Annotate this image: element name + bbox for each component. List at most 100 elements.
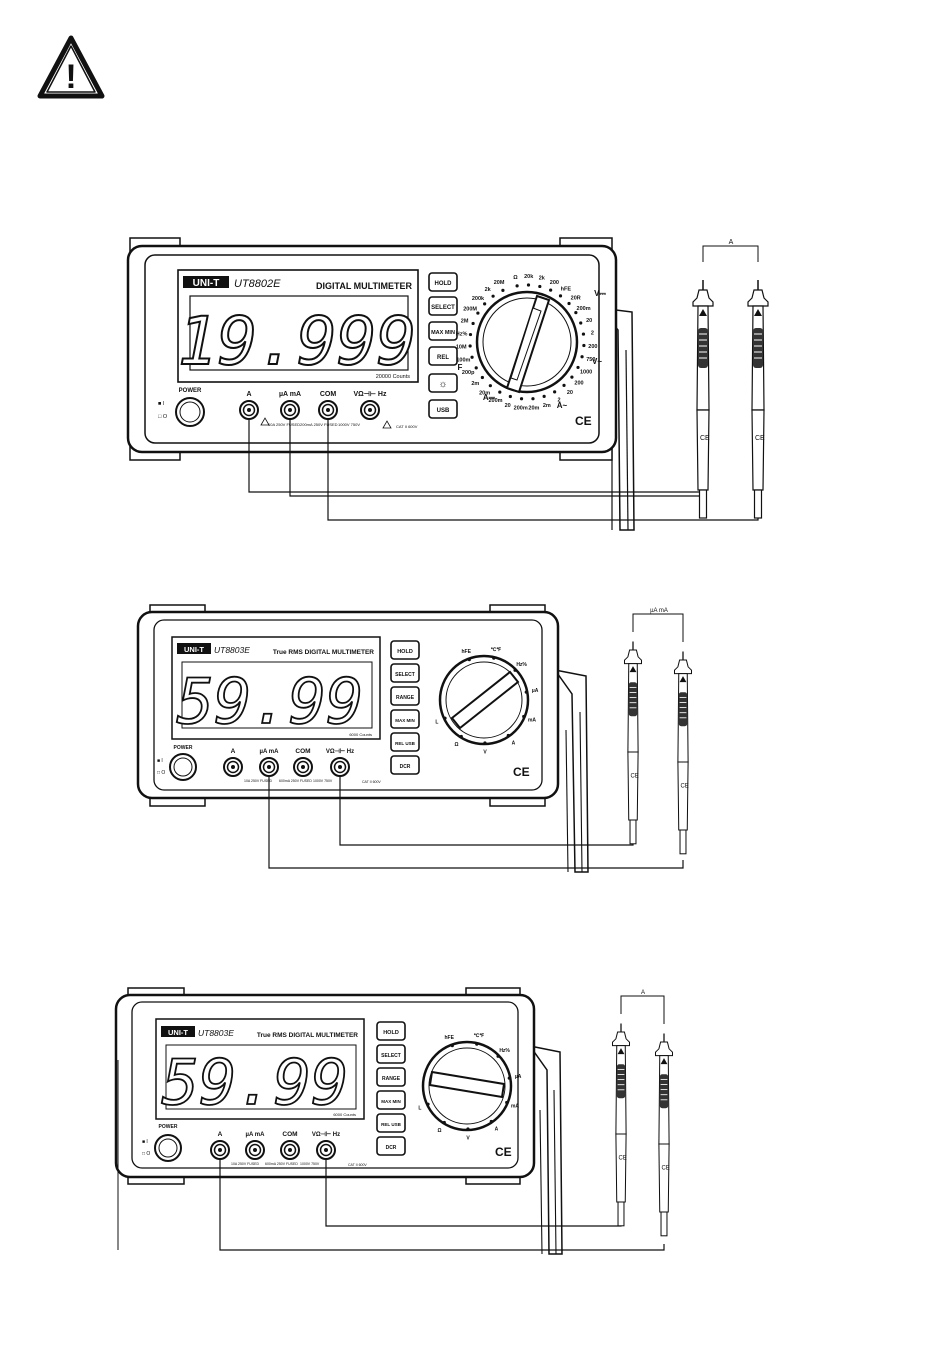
- usb-button[interactable]: USB: [428, 399, 458, 419]
- jack-a[interactable]: [239, 400, 259, 420]
- dial-tick: [580, 355, 584, 359]
- dial-tick: [467, 657, 471, 662]
- jack-com[interactable]: [318, 400, 338, 420]
- jack-note-cat: CAT II 600V: [396, 424, 418, 429]
- dial-tick: [491, 294, 495, 298]
- warning-triangle-icon: !: [37, 35, 105, 99]
- dial-label: mA: [528, 718, 536, 724]
- dial-label: µA: [532, 688, 539, 694]
- meter-ut8803e-a: UNI-T UT8803E True RMS DIGITAL MULTIMETE…: [136, 604, 693, 873]
- svg-text:REL: REL: [437, 355, 449, 361]
- svg-text:RANGE: RANGE: [396, 695, 415, 701]
- dial-tick: [579, 321, 583, 325]
- rotary-dial[interactable]: [421, 1040, 513, 1132]
- dial-tick: [492, 656, 496, 660]
- dial-label: 200M: [463, 306, 477, 312]
- jack-v[interactable]: [330, 757, 350, 777]
- dial-label: ℃℉: [491, 646, 502, 653]
- jack-com[interactable]: [280, 1140, 300, 1160]
- max-min-button[interactable]: MAX MIN: [390, 709, 420, 729]
- dial-label: 200: [550, 280, 559, 286]
- select-button[interactable]: SELECT: [376, 1044, 406, 1064]
- select-button[interactable]: SELECT: [428, 296, 458, 316]
- dial-tick: [519, 397, 524, 401]
- select-button[interactable]: SELECT: [390, 663, 420, 683]
- dial-label: 20R: [571, 295, 581, 301]
- rel-usb-button[interactable]: REL USB: [376, 1113, 406, 1133]
- dial-tick: [443, 716, 447, 720]
- hold-button[interactable]: HOLD: [428, 272, 458, 292]
- dial-label: 20M: [494, 280, 505, 286]
- backlight-button[interactable]: ☼: [428, 373, 458, 393]
- header-label: True RMS DIGITAL MULTIMETER: [273, 649, 374, 656]
- rel-usb-button[interactable]: REL USB: [390, 732, 420, 752]
- max-min-button[interactable]: MAX MIN: [428, 321, 458, 341]
- dial-tick: [524, 690, 528, 694]
- jack-label-ma: µA mA: [246, 1132, 266, 1138]
- dial-tick: [468, 332, 473, 337]
- dial-tick: [507, 1076, 511, 1080]
- header-label: True RMS DIGITAL MULTIMETER: [257, 1032, 358, 1039]
- power-label: POWER: [159, 1124, 178, 1130]
- power-button[interactable]: [154, 1134, 182, 1162]
- jack-com[interactable]: [293, 757, 313, 777]
- jack-ma[interactable]: [245, 1140, 265, 1160]
- jack-ma[interactable]: [259, 757, 279, 777]
- jack-label-com: COM: [320, 391, 337, 398]
- max-min-button[interactable]: MAX MIN: [376, 1090, 406, 1110]
- svg-text:SELECT: SELECT: [395, 672, 415, 678]
- dial-tick: [570, 375, 574, 379]
- lcd-display: 59.99: [162, 1046, 349, 1119]
- dial-unit: V⎓: [594, 289, 606, 298]
- jack-v[interactable]: [360, 400, 380, 420]
- jack-a[interactable]: [223, 757, 243, 777]
- dcr-button[interactable]: DCR: [390, 755, 420, 775]
- counts-label: 6000 Counts: [349, 732, 372, 737]
- dial-label: Ω: [513, 275, 518, 281]
- jack-ma[interactable]: [280, 400, 300, 420]
- jack-note-a: 10A 250V FUSED: [231, 1162, 259, 1166]
- dial-label: Hz%: [516, 662, 527, 668]
- dial-tick: [470, 355, 474, 359]
- brand-logo: UNI-T: [168, 1028, 188, 1037]
- jack-v[interactable]: [316, 1140, 336, 1160]
- power-legend-on: ■ I: [158, 401, 165, 407]
- dial-label: µA: [515, 1074, 522, 1080]
- hold-button[interactable]: HOLD: [376, 1021, 406, 1041]
- dial-tick: [471, 321, 475, 326]
- power-legend-off: □ O: [158, 414, 168, 420]
- model-label: UT8803E: [198, 1028, 234, 1038]
- jack-label-com: COM: [295, 748, 310, 755]
- jack-a[interactable]: [210, 1140, 230, 1160]
- dial-tick: [483, 741, 487, 745]
- range-button[interactable]: RANGE: [376, 1067, 406, 1087]
- dial-tick: [582, 343, 586, 348]
- dial-label: 2m: [471, 381, 479, 387]
- dcr-button[interactable]: DCR: [376, 1136, 406, 1156]
- dial-unit: A~: [557, 401, 568, 410]
- dial-label: 2k: [539, 276, 546, 282]
- dial-tick: [442, 1120, 446, 1125]
- svg-text:HOLD: HOLD: [435, 281, 453, 287]
- rotary-dial[interactable]: [438, 654, 530, 746]
- power-button[interactable]: [175, 397, 205, 427]
- dial-unit: V~: [592, 357, 602, 366]
- dial-tick: [558, 294, 563, 298]
- jack-note-cat: CAT II 600V: [348, 1163, 367, 1167]
- power-label: POWER: [179, 388, 202, 394]
- svg-text:REL USB: REL USB: [395, 741, 415, 746]
- svg-text:☼: ☼: [438, 379, 447, 390]
- rotary-dial[interactable]: [475, 290, 579, 394]
- range-button[interactable]: RANGE: [390, 686, 420, 706]
- dial-tick: [526, 283, 531, 287]
- dial-label: 20m: [479, 391, 490, 397]
- svg-text:SELECT: SELECT: [381, 1053, 401, 1059]
- dial-label: L: [418, 1106, 421, 1112]
- dial-label: 20: [567, 390, 573, 396]
- probe-label: A: [729, 239, 734, 246]
- hold-button[interactable]: HOLD: [390, 640, 420, 660]
- rel-button[interactable]: REL: [428, 346, 458, 366]
- power-button[interactable]: [169, 753, 197, 781]
